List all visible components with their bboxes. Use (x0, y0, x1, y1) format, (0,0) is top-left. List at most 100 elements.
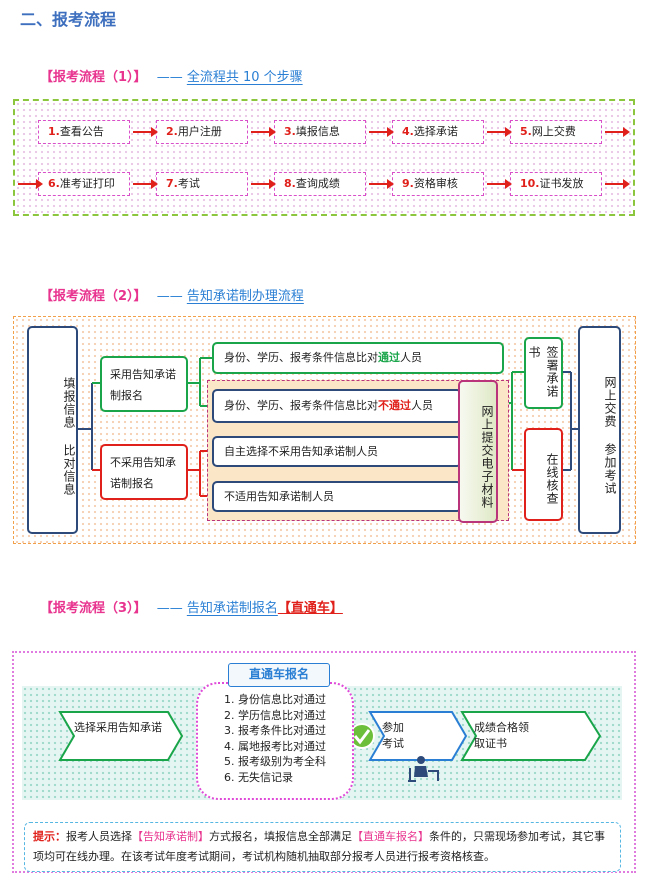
conditions-list: 1. 身份信息比对通过 2. 学历信息比对通过 3. 报考条件比对通过 4. 属地报考… (224, 692, 326, 785)
pass-prefix: 身份、学历、报考条件信息比对 (224, 351, 378, 364)
section3-dash: —— (156, 601, 183, 616)
section2-dash: —— (156, 289, 183, 304)
final-node: 网上交费 参加考试 (578, 326, 621, 534)
step-5: 5.网上交费 (510, 120, 602, 144)
step-number: 5. (520, 125, 532, 138)
banner-scroll: 直通车报名 (228, 663, 330, 687)
condition-item: 3. 报考条件比对通过 (224, 724, 326, 737)
step-label: 网上交费 (531, 125, 576, 138)
condition-item: 2. 学历信息比对通过 (224, 708, 326, 722)
step-10: 10.证书发放 (510, 172, 602, 196)
pass-node: 身份、学历、报考条件信息比对通过人员 (212, 342, 504, 374)
section3-bracket: 【报考流程（3）】 (40, 601, 147, 616)
choose-chevron (58, 711, 184, 761)
flow-arrow (18, 179, 43, 189)
non-adopt-node: 不采用告知承诺制报名 (100, 444, 188, 500)
step-number: 8. (284, 177, 296, 190)
section1-bracket: 【报考流程（1）】 (40, 70, 147, 85)
section2-bracket: 【报考流程（2）】 (40, 289, 147, 304)
step-label: 查询成绩 (295, 177, 340, 190)
tip-highlight-2: 【直通车报名】 (352, 830, 429, 843)
step-label: 考试 (177, 177, 200, 190)
section1-subtitle[interactable]: 全流程共 10 个步骤 (186, 70, 303, 85)
step-label: 证书发放 (539, 177, 584, 190)
step-4: 4.选择承诺 (392, 120, 484, 144)
section1-title: 【报考流程（1）】 —— 全流程共 10 个步骤 (40, 66, 303, 85)
flow-arrow (369, 179, 394, 189)
conditions-box (196, 682, 354, 800)
flow-arrow (605, 127, 630, 137)
step-label: 查看公告 (59, 125, 104, 138)
section1-frame (13, 99, 635, 216)
flow-arrow (487, 179, 512, 189)
step-8: 8.查询成绩 (274, 172, 366, 196)
step-number: 6. (48, 177, 60, 190)
attend-chevron (368, 711, 468, 761)
tip-text-2: 方式报名，填报信息全部满足 (209, 830, 352, 843)
step-3: 3.填报信息 (274, 120, 366, 144)
page-heading: 二、报考流程 (20, 10, 117, 29)
flow-arrow (133, 127, 158, 137)
section2-subtitle[interactable]: 告知承诺制办理流程 (186, 289, 304, 304)
attend-label: 参加考试 (382, 721, 404, 750)
condition-item: 4. 属地报考比对通过 (224, 739, 326, 753)
step-number: 10. (520, 177, 540, 190)
fail-word: 不通过 (378, 399, 411, 412)
step-number: 7. (166, 177, 178, 190)
fail-prefix: 身份、学历、报考条件信息比对 (224, 399, 378, 412)
student-desk-icon (408, 756, 439, 782)
result-chevron (460, 711, 602, 761)
flow-arrow (251, 127, 276, 137)
step-number: 4. (402, 125, 414, 138)
self-choose-node: 自主选择不采用告知承诺制人员 (212, 436, 462, 467)
connector-nonadopt-branches (188, 450, 212, 497)
flow-arrow (133, 179, 158, 189)
pass-suffix: 人员 (400, 351, 422, 364)
condition-item: 6. 无失信记录 (224, 770, 293, 784)
section3-subtitle[interactable]: 告知承诺制报名 (186, 601, 278, 616)
step-number: 3. (284, 125, 296, 138)
flow-arrow (369, 127, 394, 137)
step-9: 9.资格审核 (392, 172, 484, 196)
tip-highlight-1: 【告知承诺制】 (132, 830, 209, 843)
step-number: 1. (48, 125, 60, 138)
step-2: 2.用户注册 (156, 120, 248, 144)
tip-text-3: 条件的，只需现场参加考试，其它事项均可在线办理。在该考试年度考试期间，考试机构随… (33, 830, 605, 863)
tip-text-1: 报考人员选择 (66, 830, 132, 843)
flow-arrow (251, 179, 276, 189)
connector-to-final (563, 371, 578, 471)
tip-box: 提示：报考人员选择【告知承诺制】方式报名，填报信息全部满足【直通车报名】条件的，… (24, 822, 621, 872)
result-label: 成绩合格领取证书 (474, 721, 529, 750)
submit-node: 网上提交电子材料 (458, 380, 498, 523)
step-number: 2. (166, 125, 178, 138)
condition-item: 5. 报考级别为考全科 (224, 755, 326, 768)
flow-arrow (487, 127, 512, 137)
step-number: 9. (402, 177, 414, 190)
section3-highlight: 【直通车】 (277, 601, 343, 616)
pass-word: 通过 (378, 351, 400, 364)
section1-dash: —— (156, 70, 183, 85)
start-node: 填报信息 比对信息 (27, 326, 78, 534)
online-check-node: 在线核查 (524, 428, 563, 521)
step-1: 1.查看公告 (38, 120, 130, 144)
step-label: 选择承诺 (413, 125, 458, 138)
not-applicable-node: 不适用告知承诺制人员 (212, 481, 462, 512)
step-label: 资格审核 (413, 177, 458, 190)
connector-adopt-branches (188, 357, 212, 407)
section3-title: 【报考流程（3）】 —— 告知承诺制报名【直通车】 (40, 597, 343, 616)
step-7: 7.考试 (156, 172, 248, 196)
adopt-node: 采用告知承诺制报名 (100, 356, 188, 412)
flow-arrow (605, 179, 630, 189)
step-label: 准考证打印 (59, 177, 115, 190)
fail-suffix: 人员 (411, 399, 433, 412)
condition-item: 1. 身份信息比对通过 (224, 693, 326, 706)
step-label: 填报信息 (295, 125, 340, 138)
sign-node: 签署承诺书 (524, 337, 563, 409)
choose-label: 选择采用告知承诺 (74, 721, 162, 734)
step-label: 用户注册 (177, 125, 222, 138)
tip-label: 提示： (33, 830, 66, 843)
section2-title: 【报考流程（2）】 —— 告知承诺制办理流程 (40, 285, 304, 304)
fail-node: 身份、学历、报考条件信息比对不通过人员 (212, 389, 462, 423)
